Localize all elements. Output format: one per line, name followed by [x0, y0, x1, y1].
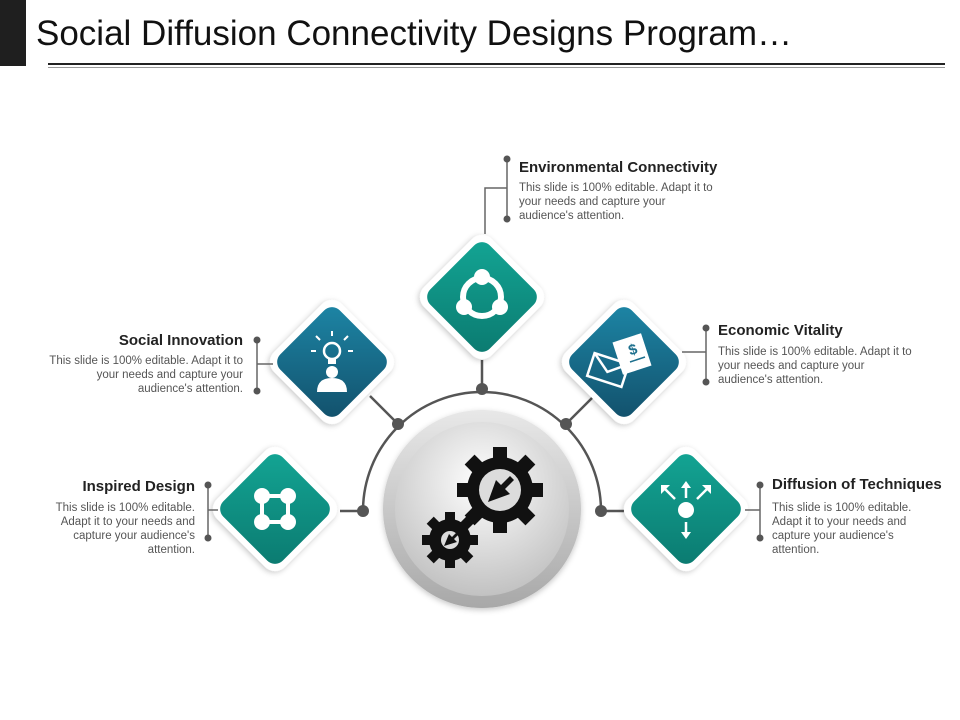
item-title-environmental-connectivity: Environmental Connectivity — [519, 159, 718, 176]
callout-dot — [204, 481, 212, 489]
diamond-economic-vitality: $ — [561, 299, 687, 425]
title-divider — [48, 63, 945, 65]
callout-dot — [702, 378, 710, 386]
item-desc-social-innovation: This slide is 100% editable. Adapt it to… — [49, 355, 243, 395]
callout-dot — [756, 481, 764, 489]
callout-environmental — [484, 160, 508, 234]
item-title-economic-vitality: Economic Vitality — [718, 322, 843, 339]
callout-dot — [253, 387, 261, 395]
item-desc-economic-vitality: This slide is 100% editable. Adapt it to… — [718, 346, 912, 386]
callout-diffusion — [745, 485, 761, 538]
title-accent-bar — [0, 0, 26, 66]
callout-economic-vitality — [682, 328, 707, 382]
connector-dots — [357, 383, 607, 517]
money-envelope-icon: $ — [585, 333, 652, 389]
diamond-inspired-design — [212, 446, 338, 572]
callout-inspired-design — [207, 485, 218, 538]
lightbulb-person-icon — [311, 331, 353, 392]
item-title-social-innovation: Social Innovation — [118, 332, 243, 349]
callout-dot — [503, 215, 511, 223]
callout-dot — [756, 534, 764, 542]
callout-dot — [204, 534, 212, 542]
page-title: Social Diffusion Connectivity Designs Pr… — [36, 14, 793, 53]
title-divider-thin — [48, 67, 945, 68]
diffusion-arrows-icon — [661, 481, 711, 539]
callout-dot — [503, 155, 511, 163]
item-desc-diffusion-of-techniques: This slide is 100% editable. Adapt it to… — [772, 502, 912, 556]
item-desc-environmental-connectivity: This slide is 100% editable. Adapt it to… — [519, 182, 713, 222]
share-nodes-icon — [456, 269, 508, 319]
callout-social-innovation — [256, 340, 273, 391]
diamond-social-innovation — [269, 299, 395, 425]
item-title-diffusion-of-techniques: Diffusion of Techniques — [772, 476, 942, 493]
item-desc-inspired-design: This slide is 100% editable. Adapt it to… — [55, 502, 195, 556]
network-grid-icon — [254, 488, 296, 530]
diamond-diffusion-of-techniques — [623, 446, 749, 572]
callout-dot — [253, 336, 261, 344]
diamond-environmental-connectivity — [419, 234, 545, 360]
callout-dot — [702, 324, 710, 332]
item-title-inspired-design: Inspired Design — [82, 478, 195, 495]
